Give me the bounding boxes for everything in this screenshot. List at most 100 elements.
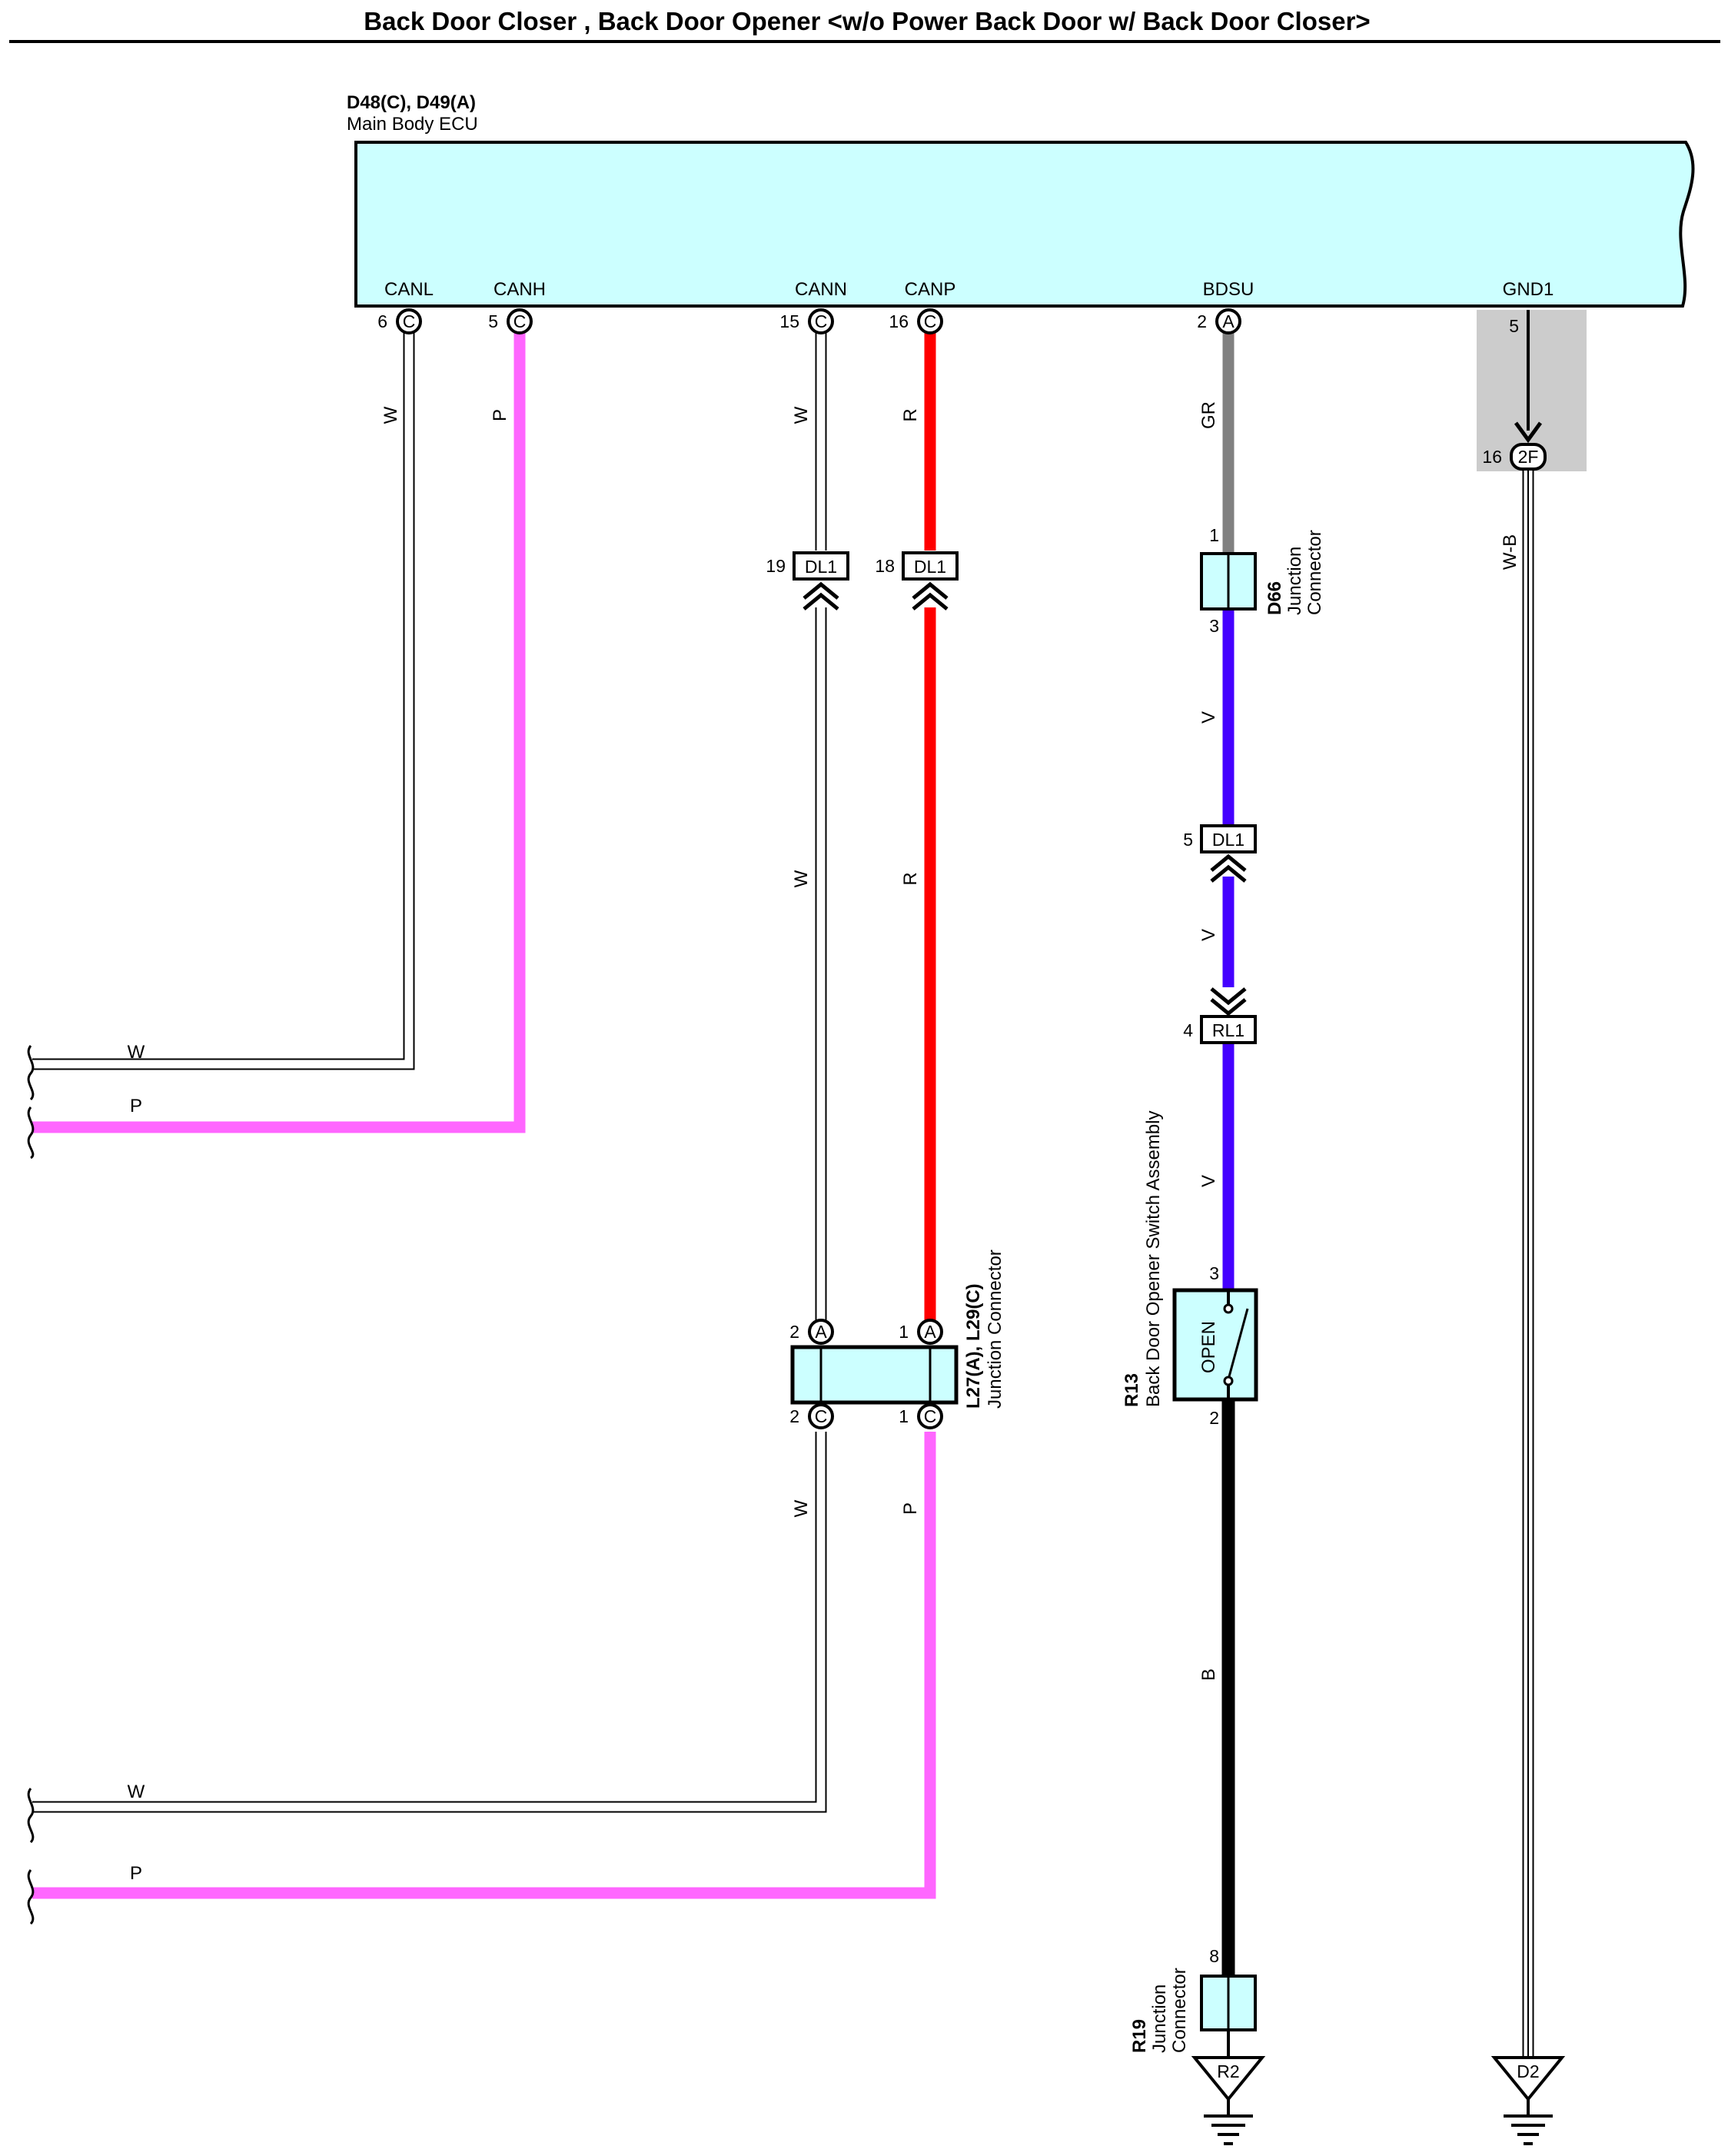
component-code: R13 (1122, 1373, 1142, 1407)
ecu-terminal-canp[interactable]: CANP C 16 (889, 279, 956, 334)
ground-triangle-icon (1191, 2056, 1266, 2102)
terminal-name: CANL (384, 279, 434, 300)
ecu-terminal-bdsu[interactable]: BDSU A 2 (1197, 279, 1254, 334)
terminal-pin: 16 (889, 311, 909, 331)
gnd1-arrow-icon (1514, 421, 1543, 444)
switch-blade-icon (1227, 1308, 1249, 1380)
connector-l27-l29[interactable]: A 2 A 1 C 2 C 1 L27(A), L29(C) Junction … (789, 1249, 1005, 1429)
connector-code: R19 (1129, 2019, 1150, 2053)
connector-2f[interactable]: 2F 16 (1482, 443, 1547, 471)
terminal-pin: 2 (1197, 311, 1207, 331)
wire-label: R (900, 872, 921, 885)
connector-label: 2F (1518, 447, 1539, 467)
terminal-conn: C (924, 311, 937, 331)
ecu-code: D48(C), D49(A) (347, 92, 476, 113)
terminal-conn: A (1222, 311, 1235, 331)
connector-pin: 4 (1183, 1020, 1193, 1040)
connector-name: Junction (1149, 1985, 1170, 2053)
ecu-terminal-gnd1[interactable]: GND1 5 (1503, 279, 1554, 336)
connector-pin: 8 (1209, 1946, 1219, 1966)
connector-label: DL1 (914, 557, 946, 577)
chevron-up-icon (912, 581, 949, 611)
wire-label: V (1198, 1175, 1219, 1187)
connector-dl1-cann[interactable]: DL1 19 (766, 551, 849, 611)
wire-label: V (1198, 929, 1219, 941)
wire-label: V (1198, 711, 1219, 724)
ground-r2[interactable]: R2 (1191, 2056, 1266, 2145)
wire-label: W (791, 406, 812, 424)
connector-name: Junction (1284, 547, 1305, 615)
wire-label: P (900, 1502, 921, 1515)
connector-code: L27(A), L29(C) (963, 1283, 984, 1409)
ecu-terminal-canl[interactable]: CANL C 6 (377, 279, 434, 334)
connector-rl1-bdsu[interactable]: RL1 4 (1183, 987, 1257, 1044)
wire-l27-white[interactable] (32, 1432, 827, 1813)
switch-pin: 3 (1209, 1263, 1219, 1283)
connector-dl1-canp[interactable]: DL1 18 (875, 551, 959, 611)
ground-d2[interactable]: D2 (1490, 2056, 1566, 2145)
wire-label: P (130, 1863, 142, 1884)
connector-pin: 3 (1209, 616, 1219, 636)
connector-r19[interactable]: 8 R19 Junction Connector (1129, 1946, 1257, 2053)
connector-d66[interactable]: 1 3 D66 Junction Connector (1200, 525, 1325, 636)
terminal-conn: C (513, 311, 527, 331)
switch-pin: 2 (1209, 1408, 1219, 1428)
wire-l27-pink[interactable] (32, 1432, 936, 1899)
component-name: Back Door Opener Switch Assembly (1143, 1111, 1164, 1408)
connector-label: DL1 (1212, 830, 1244, 850)
wire-label: W (380, 406, 401, 424)
terminal-pin: 2 (789, 1322, 799, 1342)
terminal-conn: C (815, 311, 828, 331)
wire-label: W (791, 870, 812, 887)
wire-label: P (130, 1096, 142, 1116)
main-body-ecu[interactable] (354, 141, 1695, 308)
terminal-pin: 1 (899, 1322, 909, 1342)
wire-canh[interactable] (32, 331, 526, 1133)
terminal-conn: C (815, 1406, 828, 1426)
switch-r13[interactable]: OPEN 3 2 R13 Back Door Opener Switch Ass… (1122, 1111, 1258, 1429)
connector-pin: 19 (766, 556, 786, 576)
chevron-down-icon (1210, 987, 1247, 1016)
wire-label: GR (1198, 401, 1219, 429)
wire-canl[interactable] (32, 331, 415, 1070)
terminal-pin: 5 (1509, 316, 1519, 336)
terminal-name: BDSU (1203, 279, 1254, 300)
terminal-pin: 1 (899, 1406, 909, 1426)
terminal-name: CANP (905, 279, 956, 300)
switch-label: OPEN (1198, 1321, 1219, 1373)
connector-pin: 16 (1482, 447, 1502, 467)
connector-dl1-bdsu[interactable]: DL1 5 (1183, 824, 1257, 883)
connector-label: DL1 (805, 557, 837, 577)
connector-code: D66 (1264, 581, 1285, 615)
ecu-name: Main Body ECU (347, 114, 478, 135)
terminal-pin: 5 (488, 311, 498, 331)
terminal-pin: 6 (377, 311, 387, 331)
wire-label: W (128, 1042, 145, 1063)
ecu-terminal-cann[interactable]: CANN C 15 (779, 279, 847, 334)
terminal-name: CANH (493, 279, 546, 300)
wire-label: W (791, 1499, 812, 1517)
terminal-conn: A (924, 1322, 936, 1342)
chevron-up-icon (803, 581, 839, 611)
chevron-up-icon (1210, 853, 1247, 883)
ground-triangle-icon (1490, 2056, 1566, 2102)
terminal-name: GND1 (1503, 279, 1554, 300)
connector-name: Connector (1169, 1968, 1190, 2053)
terminal-conn: A (815, 1322, 827, 1342)
connector-name: Connector (1304, 530, 1325, 615)
terminal-name: CANN (795, 279, 847, 300)
connector-label: RL1 (1212, 1020, 1244, 1040)
wire-label: P (490, 409, 510, 421)
break-marks (27, 1045, 35, 1925)
wire-label: W-B (1500, 534, 1520, 570)
diagram-title: Back Door Closer , Back Door Opener <w/o… (364, 7, 1370, 35)
connector-pin: 5 (1183, 830, 1193, 850)
wire-label: B (1198, 1669, 1219, 1681)
wire-label: W (128, 1782, 145, 1802)
terminal-conn: C (403, 311, 416, 331)
wire-label: R (900, 408, 921, 421)
ground-symbol-icon (1204, 2099, 1253, 2145)
ecu-terminal-canh[interactable]: CANH C 5 (488, 279, 546, 334)
connector-pin: 18 (875, 556, 895, 576)
ground-label: R2 (1217, 2061, 1239, 2081)
